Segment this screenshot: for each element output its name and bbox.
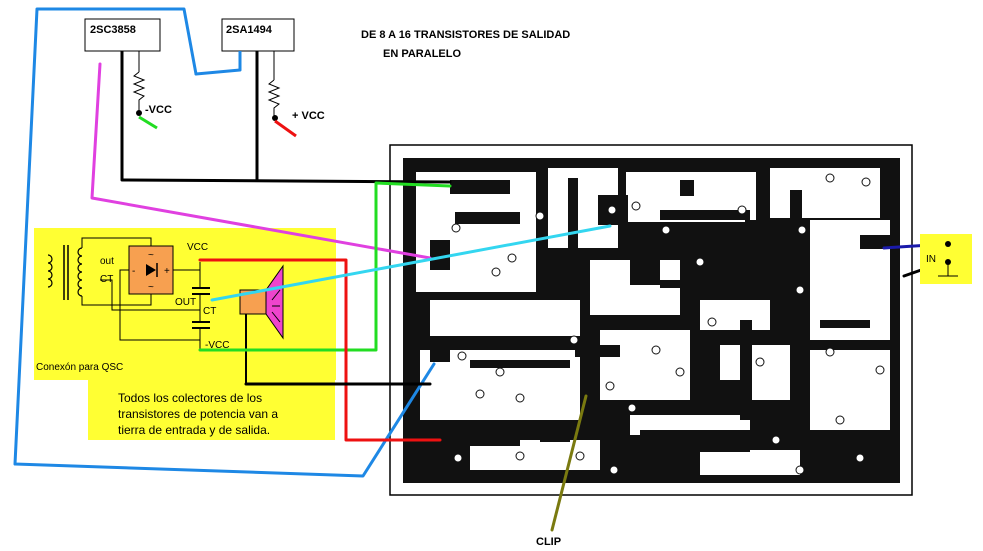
panel-note-3: tierra de entrada y de salida. — [118, 423, 270, 437]
clip-label: CLIP — [536, 536, 561, 548]
svg-text:+: + — [164, 266, 170, 277]
resistor-npn — [132, 71, 146, 112]
panel-note-1: Todos los colectores de los — [118, 391, 262, 405]
pnp-transistor-box: 2SA1494 — [221, 18, 295, 52]
input-connector: IN — [920, 234, 972, 284]
panel-note-2: transistores de potencia van a — [118, 407, 278, 421]
wire-green-neg — [198, 181, 452, 352]
npn-label: 2SC3858 — [90, 24, 136, 36]
title-line-2: EN PARALELO — [383, 48, 461, 60]
npn-transistor-box: 2SC3858 — [84, 18, 161, 52]
wire-black-common — [120, 178, 452, 184]
pos-vcc-label: + VCC — [292, 110, 325, 122]
svg-text:~: ~ — [148, 282, 154, 293]
title-line-1: DE 8 A 16 TRANSISTORES DE SALIDAD — [361, 29, 570, 41]
pcb-board — [389, 144, 913, 496]
wire-red-pos — [198, 258, 442, 442]
pnp-label: 2SA1494 — [226, 24, 273, 36]
neg-vcc-label: -VCC — [145, 104, 172, 116]
panel-neg-vcc-label: -VCC — [205, 340, 229, 351]
panel-out-label: OUT — [175, 297, 196, 308]
bridge-rectifier: ~ ~ - + — [81, 237, 200, 341]
panel-caption: Conexón para QSC — [36, 362, 123, 373]
transistor-legs: -VCC + VCC — [120, 51, 325, 180]
wire-blue-top — [194, 68, 242, 76]
wire-olive-clip — [550, 394, 588, 532]
wire-cyan-out — [210, 224, 612, 302]
resistor-pnp — [267, 79, 281, 116]
wire-blue-feedback — [13, 7, 436, 478]
panel-ct-label: CT — [203, 306, 216, 317]
panel-vcc-label: VCC — [187, 242, 208, 253]
wire-magenta — [90, 62, 432, 260]
qsc-connection-panel: out CT ~ ~ - + VCC — [34, 228, 336, 440]
coil-out-label: out — [100, 256, 114, 267]
wires — [13, 7, 948, 532]
svg-text:-: - — [132, 266, 135, 277]
capacitor-pair — [192, 262, 210, 350]
svg-text:~: ~ — [148, 250, 154, 261]
input-label: IN — [926, 254, 936, 265]
